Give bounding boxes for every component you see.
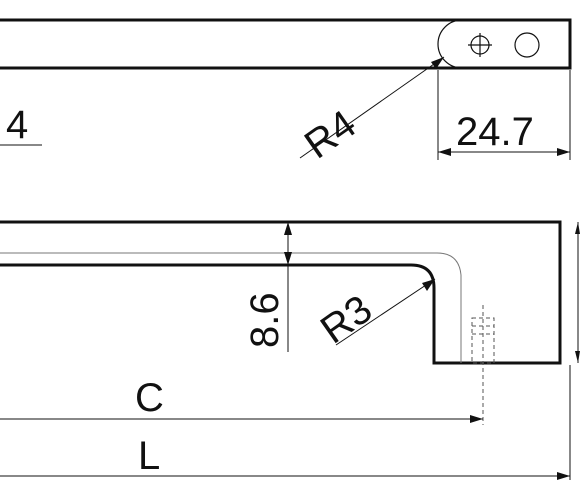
- side-view-bend-hidden-line: [0, 252, 462, 363]
- r3-leader-arrow: [422, 279, 435, 291]
- r4-leader-line: [299, 56, 445, 159]
- dim-l-label: L: [138, 434, 160, 478]
- dim-c-arrow-right: [470, 415, 483, 423]
- top-view-outline: [0, 18, 572, 70]
- side-view-outline: [0, 220, 562, 365]
- top-view-end-arc: [437, 19, 463, 69]
- left-dim-fragment-label: 4: [6, 103, 28, 147]
- dim-8-6-label: 8.6: [243, 292, 287, 348]
- r4-leader-arrow: [431, 57, 444, 69]
- right-dim-arrow-top: [575, 222, 580, 234]
- dim-c-label: C: [135, 376, 164, 420]
- screw-hole: [514, 32, 540, 58]
- right-dim-arrow-bottom: [575, 351, 580, 363]
- top-view: 4 R4 24.7: [0, 18, 572, 167]
- dim-8-6-arrow-top: [284, 222, 292, 235]
- dim-24-7-arrow-left: [438, 148, 451, 156]
- dim-8-6-arrow-bottom: [284, 252, 292, 265]
- dim-24-7-arrow-right: [557, 148, 570, 156]
- r3-leader-line: [335, 278, 436, 346]
- r4-label: R4: [297, 102, 364, 167]
- side-view: 8.6 R3 C L: [0, 220, 580, 480]
- dim-l-arrow-right: [557, 472, 570, 480]
- dim-24-7-label: 24.7: [456, 110, 534, 154]
- r3-label: R3: [313, 287, 380, 352]
